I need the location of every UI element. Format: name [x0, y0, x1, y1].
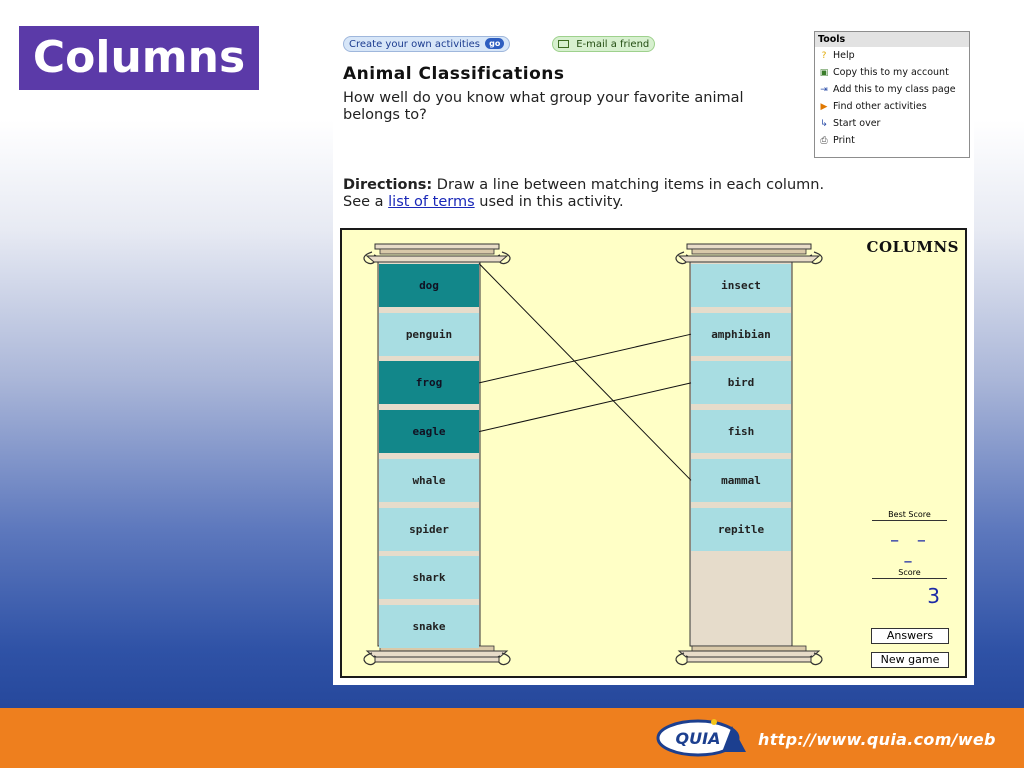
slide-title: Columns: [19, 26, 259, 90]
activity-description: How well do you know what group your fav…: [343, 90, 744, 123]
tools-item-label: Add this to my class page: [833, 84, 956, 95]
mail-icon: [558, 40, 569, 48]
score-value: 3: [927, 584, 940, 608]
footer-bar: [0, 708, 1024, 768]
list-of-terms-link[interactable]: list of terms: [388, 194, 475, 210]
tools-item-help[interactable]: ? Help: [815, 47, 969, 64]
left-item-penguin[interactable]: penguin: [379, 312, 479, 356]
right-item-insect[interactable]: insect: [691, 264, 791, 307]
add-icon: ⇥: [820, 85, 828, 95]
create-activities-label: Create your own activities: [349, 39, 480, 50]
left-item-spider[interactable]: spider: [379, 507, 479, 551]
directions-label: Directions:: [343, 177, 433, 193]
tools-header: Tools: [815, 32, 969, 47]
printer-icon: ⎙: [820, 136, 828, 146]
directions-prefix: See a: [343, 194, 389, 210]
left-item-frog[interactable]: frog: [379, 361, 479, 405]
arrow-icon: ▶: [820, 102, 828, 112]
activity-screenshot: Create your own activities go E-mail a f…: [333, 28, 974, 685]
email-friend-label: E-mail a friend: [576, 39, 650, 50]
left-item-dog[interactable]: dog: [379, 264, 479, 307]
tools-item-start-over[interactable]: ↳ Start over: [815, 115, 969, 132]
tools-item-label: Help: [833, 50, 855, 61]
quia-logo-text: QUIA: [676, 729, 721, 748]
left-item-eagle[interactable]: eagle: [379, 410, 479, 454]
help-icon: ?: [821, 51, 827, 61]
left-item-snake[interactable]: snake: [379, 604, 479, 648]
tools-item-add[interactable]: ⇥ Add this to my class page: [815, 81, 969, 98]
right-item-fish[interactable]: fish: [691, 410, 791, 454]
score-label: Score: [872, 568, 947, 579]
best-score-value: – – –: [890, 530, 932, 572]
right-item-mammal[interactable]: mammal: [691, 458, 791, 502]
go-badge: go: [485, 38, 505, 49]
tools-item-label: Print: [833, 135, 855, 146]
right-item-amphibian[interactable]: amphibian: [691, 312, 791, 356]
activity-title: Animal Classifications: [343, 64, 565, 84]
tools-item-find[interactable]: ▶ Find other activities: [815, 98, 969, 115]
columns-logo: COLUMNS: [866, 238, 959, 256]
left-item-whale[interactable]: whale: [379, 458, 479, 502]
tools-item-label: Copy this to my account: [833, 67, 949, 78]
return-icon: ↳: [820, 119, 828, 129]
directions-text: Draw a line between matching items in ea…: [432, 177, 825, 193]
new-game-button[interactable]: New game: [871, 652, 949, 668]
email-friend-button[interactable]: E-mail a friend: [552, 36, 656, 52]
right-item-repitle[interactable]: repitle: [691, 507, 791, 551]
right-item-bird[interactable]: bird: [691, 361, 791, 405]
directions-suffix: used in this activity.: [474, 194, 624, 210]
tools-panel: Tools ? Help ▣ Copy this to my account ⇥…: [814, 31, 970, 158]
left-pillar: [363, 243, 511, 666]
answers-button[interactable]: Answers: [871, 628, 949, 644]
directions: Directions: Draw a line between matching…: [343, 177, 943, 211]
copy-icon: ▣: [819, 68, 829, 78]
tools-item-copy[interactable]: ▣ Copy this to my account: [815, 64, 969, 81]
tools-item-label: Start over: [833, 118, 881, 129]
tools-item-print[interactable]: ⎙ Print: [815, 132, 969, 149]
create-activities-button[interactable]: Create your own activities go: [343, 36, 511, 52]
right-pillar: [675, 243, 823, 666]
best-score-label: Best Score: [872, 510, 947, 521]
footer-url: http://www.quia.com/web: [758, 730, 996, 749]
tools-item-label: Find other activities: [833, 101, 927, 112]
columns-game-board: COLUMNS Best Score – – – Score 3 Answers…: [340, 228, 967, 678]
left-item-shark[interactable]: shark: [379, 556, 479, 600]
quia-logo: QUIA: [656, 719, 746, 757]
